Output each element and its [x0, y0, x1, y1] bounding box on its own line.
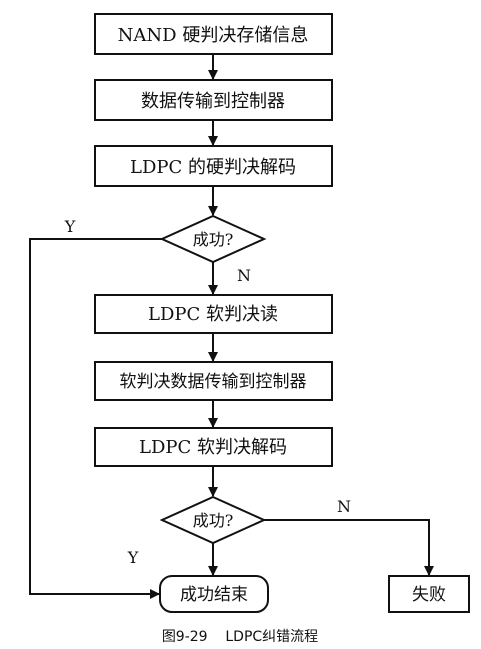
svg-text:LDPC 软判决解码: LDPC 软判决解码 — [139, 437, 287, 458]
svg-text:LDPC 的硬判决解码: LDPC 的硬判决解码 — [130, 157, 296, 178]
svg-text:失败: 失败 — [412, 585, 446, 605]
edge-d2-no-failure — [264, 519, 434, 576]
step-nand-store: NAND 硬判决存储信息 — [94, 13, 333, 55]
step-soft-read: LDPC 软判决读 — [94, 294, 333, 334]
svg-text:NAND 硬判决存储信息: NAND 硬判决存储信息 — [118, 25, 309, 46]
terminal-failure: 失败 — [388, 575, 470, 613]
edge-label-d1-no: N — [237, 266, 251, 285]
figure-caption: 图9-29 LDPC纠错流程 — [162, 629, 318, 645]
terminal-success: 成功结束 — [159, 575, 269, 613]
step-transfer-data: 数据传输到控制器 — [94, 79, 333, 121]
edge-label-d1-yes: Y — [64, 217, 76, 236]
svg-text:成功结束: 成功结束 — [180, 585, 248, 605]
svg-text:成功?: 成功? — [193, 511, 234, 530]
svg-text:成功?: 成功? — [193, 230, 234, 249]
step-soft-transfer: 软判决数据传输到控制器 — [94, 361, 333, 401]
decision-success-1: 成功? — [159, 214, 267, 264]
svg-text:数据传输到控制器: 数据传输到控制器 — [141, 91, 285, 112]
edge-label-d2-yes: Y — [127, 548, 139, 567]
decision-success-2: 成功? — [159, 495, 267, 545]
edge-label-d2-no: N — [337, 497, 351, 516]
step-soft-decode: LDPC 软判决解码 — [94, 427, 333, 467]
svg-text:LDPC 软判决读: LDPC 软判决读 — [148, 304, 278, 325]
edge-d1-yes-success — [29, 238, 162, 599]
step-hard-decode: LDPC 的硬判决解码 — [94, 145, 333, 187]
svg-text:软判决数据传输到控制器: 软判决数据传输到控制器 — [120, 372, 307, 392]
